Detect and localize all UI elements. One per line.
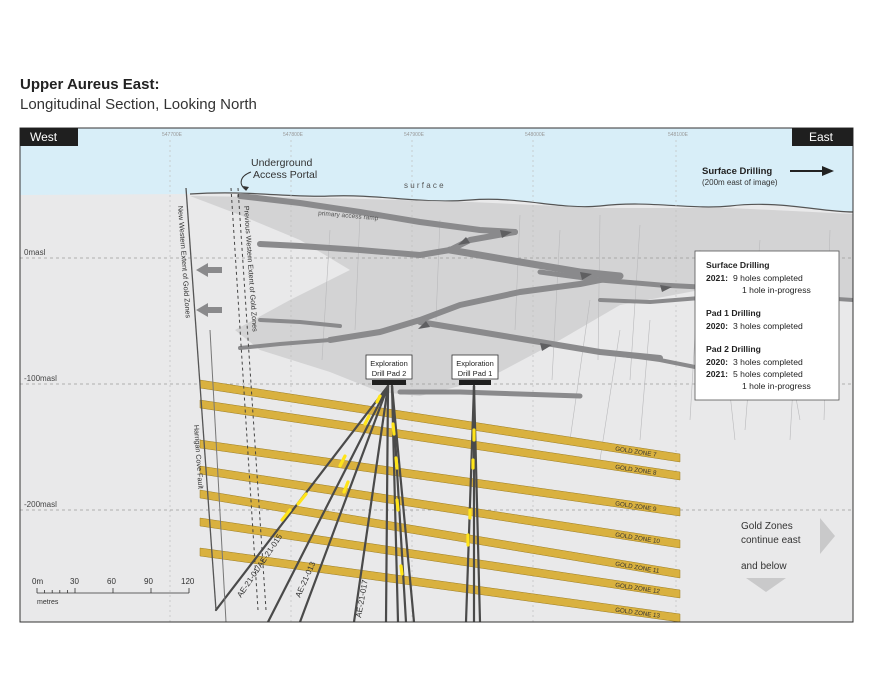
summary-year: 2020: — [706, 321, 728, 331]
elevation-label: 0masl — [24, 248, 46, 257]
summary-text: 1 hole in-progress — [742, 381, 811, 391]
surface-drilling-arrowhead — [822, 166, 834, 176]
drill-pad-box — [365, 354, 413, 380]
harrigan-cove-fault-label: Harrigan Cove Fault — [192, 425, 205, 490]
drilling-summary-box: Surface Drilling 2021: 9 holes completed… — [694, 250, 840, 401]
continue-below-arrow — [746, 578, 786, 592]
summary-title: Surface Drilling — [706, 260, 770, 270]
gold-zone-band — [199, 517, 681, 599]
scale-tick-label: 90 — [144, 577, 153, 586]
summary-text: 5 holes completed — [733, 369, 803, 379]
drill-pad-platform — [372, 380, 406, 385]
west-tag — [20, 128, 78, 146]
drill-pad-2: Exploration Drill Pad 2 — [365, 354, 413, 385]
portal-pointer — [240, 171, 252, 191]
gold-zone-band — [199, 439, 681, 517]
summary-text: 9 holes completed — [733, 273, 803, 283]
previous-western-extent-line — [230, 187, 259, 611]
summary-year: 2020: — [706, 357, 728, 367]
elevation-labels: 0masl -100masl -200masl — [24, 248, 57, 509]
continue-note-line1: Gold Zones — [741, 521, 793, 532]
summary-text: 3 holes completed — [733, 357, 803, 367]
easting-label: 547900E — [404, 132, 425, 138]
scale-bar: 0m 30 60 90 120 metres — [32, 577, 195, 606]
surface-drilling-note: (200m east of image) — [702, 178, 778, 187]
harrigan-cove-fault-line — [209, 329, 227, 622]
continue-note-line2: continue east — [741, 535, 801, 546]
drill-pad-label-line1: Exploration — [370, 359, 408, 368]
surface-label: s u r f a c e — [404, 181, 444, 190]
gold-zone-band — [199, 399, 681, 481]
easting-label: 548100E — [668, 132, 689, 138]
map-subtitle: Longitudinal Section, Looking North — [20, 96, 257, 113]
summary-title: Pad 2 Drilling — [706, 344, 761, 354]
elevation-label: -200masl — [24, 500, 57, 509]
portal-label-line1: Underground — [251, 157, 312, 169]
underground-workings-envelope — [190, 196, 853, 396]
continue-note-line3: and below — [741, 561, 787, 572]
access-ramp — [237, 193, 853, 399]
scale-tick-label: 120 — [181, 577, 195, 586]
map-title: Upper Aureus East: — [20, 76, 160, 93]
portal-label-line2: Access Portal — [253, 169, 317, 181]
east-label: East — [809, 130, 834, 144]
surface-drilling-label: Surface Drilling — [702, 166, 772, 177]
east-tag — [792, 128, 853, 146]
surface-line — [189, 192, 853, 213]
drill-pad-1: Exploration Drill Pad 1 — [451, 354, 499, 385]
scale-unit: metres — [37, 599, 59, 606]
easting-label: 548000E — [525, 132, 546, 138]
summary-title: Pad 1 Drilling — [706, 308, 761, 318]
gold-intercepts — [280, 394, 476, 576]
easting-labels: 547700E 547800E 547900E 548000E 548100E — [162, 132, 689, 138]
scale-tick-label: 0m — [32, 577, 43, 586]
summary-year: 2021: — [706, 369, 728, 379]
drill-pad-platform — [459, 380, 491, 385]
drill-pad-label-line1: Exploration — [456, 359, 494, 368]
drill-holes — [214, 384, 482, 622]
scale-tick-label: 30 — [70, 577, 79, 586]
sky-area — [20, 128, 853, 212]
summary-year: 2021: — [706, 273, 728, 283]
drill-pad-label-line2: Drill Pad 2 — [372, 369, 407, 378]
ramp-direction-arrows — [418, 230, 672, 351]
west-label: West — [30, 130, 58, 144]
elevation-label: -100masl — [24, 374, 57, 383]
new-western-extent-line — [185, 187, 217, 611]
easting-label: 547700E — [162, 132, 183, 138]
drilling-summary-frame — [694, 250, 840, 401]
continue-east-arrow — [820, 518, 835, 554]
westward-expansion-arrows — [196, 263, 222, 317]
gold-zone-band — [199, 489, 681, 579]
drill-pad-label-line2: Drill Pad 1 — [458, 369, 493, 378]
summary-text: 1 hole in-progress — [742, 285, 811, 295]
scale-tick-label: 60 — [107, 577, 116, 586]
gold-zone-band — [199, 465, 681, 549]
section-frame — [19, 127, 854, 623]
easting-label: 547800E — [283, 132, 304, 138]
summary-text: 3 holes completed — [733, 321, 803, 331]
previous-western-extent-line-2 — [237, 187, 267, 611]
drill-pad-box — [451, 354, 499, 380]
portal-pointer-head — [243, 186, 249, 191]
